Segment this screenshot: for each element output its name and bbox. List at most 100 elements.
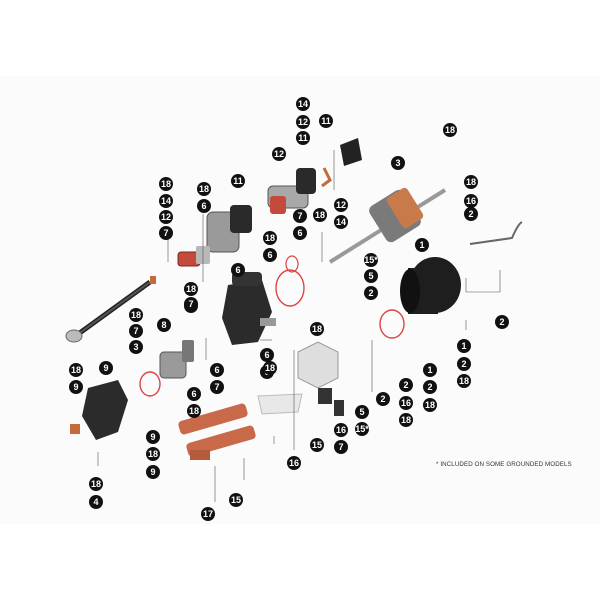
- callout-label: 6: [235, 265, 240, 275]
- callout-badge: [376, 392, 390, 406]
- callout-badge: [364, 253, 378, 267]
- callout-label: 6: [267, 250, 272, 260]
- callout-label: 16: [336, 425, 346, 435]
- callout-label: 2: [427, 382, 432, 392]
- callout-label: 14: [336, 217, 346, 227]
- callout-label: 1: [461, 341, 466, 351]
- callout-label: 1: [427, 365, 432, 375]
- callout-label: 7: [163, 228, 168, 238]
- callout-label: 18: [131, 310, 141, 320]
- callout-badge: [159, 226, 173, 240]
- callout-label: 18: [401, 415, 411, 425]
- nose-housing: [82, 380, 128, 440]
- callout-badge: [263, 231, 277, 245]
- callout-label: 6: [264, 350, 269, 360]
- footnote: * INCLUDED ON SOME GROUNDED MODELS: [436, 461, 572, 468]
- callout-label: 15*: [355, 424, 369, 434]
- callout-label: 12: [274, 149, 284, 159]
- callout-label: 6: [201, 201, 206, 211]
- callout-badge: [334, 423, 348, 437]
- callout-label: 15*: [364, 255, 378, 265]
- callout-label: 6: [191, 389, 196, 399]
- callout-label: 18: [148, 449, 158, 459]
- callout-label: 5: [359, 407, 364, 417]
- callout-badge: [159, 210, 173, 224]
- callout-badge: [296, 97, 310, 111]
- callout-badge: [89, 495, 103, 509]
- callout-badge: [159, 194, 173, 208]
- callout-label: 7: [188, 299, 193, 309]
- callout-label: 18: [445, 125, 455, 135]
- callout-badge: [310, 322, 324, 336]
- callout-badge: [146, 430, 160, 444]
- callout-label: 4: [93, 497, 98, 507]
- callout-badge: [334, 215, 348, 229]
- callout-label: 2: [368, 288, 373, 298]
- callout-badge: [464, 194, 478, 208]
- callout-badge: [399, 396, 413, 410]
- callout-badge: [355, 405, 369, 419]
- callout-badge: [355, 422, 369, 436]
- callout-layer: 1412111118123111214181412718618162187618…: [69, 97, 509, 521]
- callout-label: 18: [71, 365, 81, 375]
- callout-label: 7: [214, 382, 219, 392]
- callout-badge: [229, 493, 243, 507]
- callout-label: 9: [103, 363, 108, 373]
- callout-label: 2: [499, 317, 504, 327]
- callout-badge: [423, 380, 437, 394]
- callout-badge: [210, 380, 224, 394]
- callout-badge: [313, 208, 327, 222]
- callout-label: 18: [466, 177, 476, 187]
- callout-badge: [443, 123, 457, 137]
- callout-label: 18: [425, 400, 435, 410]
- callout-badge: [231, 174, 245, 188]
- callout-badge: [129, 340, 143, 354]
- callout-label: 18: [186, 284, 196, 294]
- callout-badge: [457, 339, 471, 353]
- callout-badge: [272, 147, 286, 161]
- callout-badge: [464, 175, 478, 189]
- callout-badge: [319, 114, 333, 128]
- callout-label: 12: [336, 200, 346, 210]
- callout-label: 6: [297, 228, 302, 238]
- callout-badge: [129, 324, 143, 338]
- callout-label: 9: [150, 467, 155, 477]
- callout-badge: [210, 363, 224, 377]
- callout-label: 11: [233, 176, 243, 186]
- callout-label: 12: [298, 117, 308, 127]
- o-ring: [379, 309, 405, 339]
- callout-badge: [231, 263, 245, 277]
- callout-badge: [129, 308, 143, 322]
- callout-badge: [89, 477, 103, 491]
- callout-label: 5: [368, 271, 373, 281]
- callout-label: 7: [133, 326, 138, 336]
- callout-badge: [157, 318, 171, 332]
- callout-label: 2: [380, 394, 385, 404]
- o-ring: [139, 371, 161, 397]
- callout-label: 18: [312, 324, 322, 334]
- callout-badge: [187, 404, 201, 418]
- solenoid-assembly: [177, 205, 252, 267]
- callout-badge: [184, 297, 198, 311]
- callout-badge: [364, 286, 378, 300]
- callout-badge: [293, 226, 307, 240]
- callout-label: 18: [199, 184, 209, 194]
- callout-label: 12: [161, 212, 171, 222]
- callout-badge: [287, 456, 301, 470]
- callout-label: 7: [338, 442, 343, 452]
- o-ring: [275, 269, 305, 307]
- callout-label: 8: [161, 320, 166, 330]
- callout-label: 2: [468, 209, 473, 219]
- callout-badge: [310, 438, 324, 452]
- callout-label: 11: [321, 116, 331, 126]
- callout-badge: [260, 348, 274, 362]
- callout-label: 2: [461, 359, 466, 369]
- callout-badge: [187, 387, 201, 401]
- callout-label: 16: [401, 398, 411, 408]
- callout-badge: [399, 413, 413, 427]
- callout-badge: [457, 374, 471, 388]
- callout-label: 15: [312, 440, 322, 450]
- callout-badge: [423, 363, 437, 377]
- callout-label: 18: [161, 179, 171, 189]
